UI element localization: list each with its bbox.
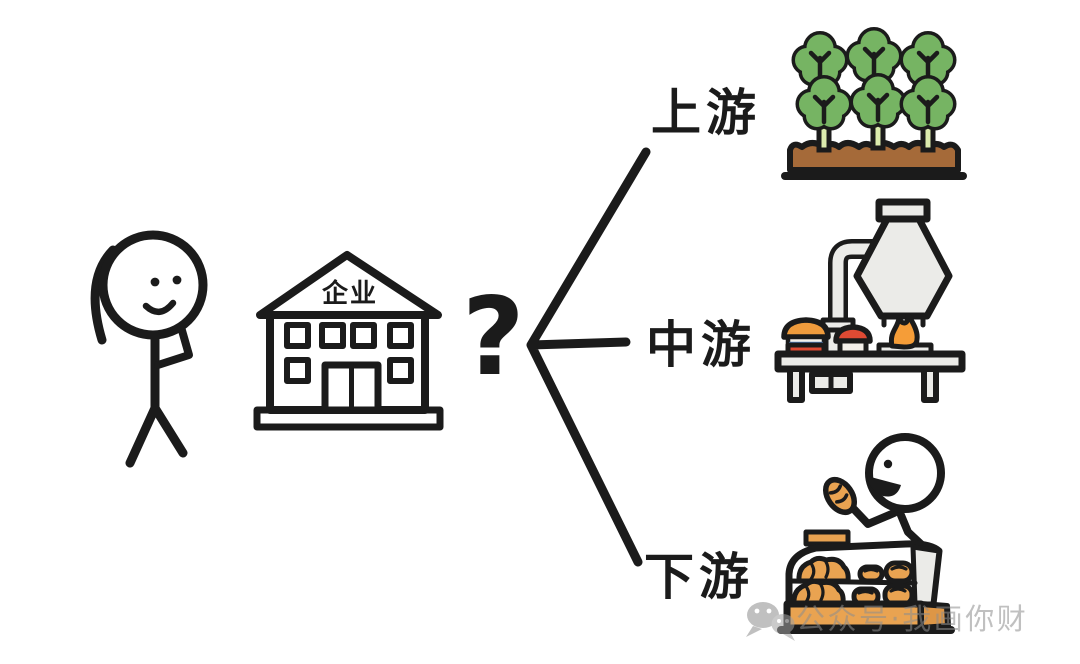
- question-mark: ?: [462, 275, 525, 400]
- vendor-figure: [822, 433, 945, 572]
- vessel-body: [853, 215, 953, 320]
- pot-right-lid: [833, 324, 873, 344]
- office-building-icon: [253, 251, 444, 431]
- thinking-person-icon: [90, 230, 208, 468]
- building-windows: [284, 322, 414, 384]
- bread-loaf-top: [796, 555, 851, 584]
- burner-flame: [888, 312, 920, 350]
- vendor-open-mouth: [867, 476, 901, 497]
- workbench-left-leg: [787, 366, 805, 403]
- bakery-stall-icon: [777, 433, 955, 634]
- crop-field-icon: [781, 31, 967, 180]
- vendor-arm: [846, 501, 898, 528]
- branch-label-upstream: 上游: [651, 84, 761, 142]
- workbench-top: [774, 350, 966, 373]
- branch-label-midstream: 中游: [646, 316, 756, 374]
- company-building-label: 企业: [321, 279, 378, 309]
- bread-scoring-lines: [804, 560, 908, 604]
- workbench-right-leg: [921, 366, 939, 403]
- bread-in-hand: [822, 476, 858, 516]
- watermark-text: 公众号·我画你财: [796, 602, 1029, 636]
- vendor-head: [865, 433, 945, 513]
- person-hand-on-chin: [154, 323, 193, 369]
- vendor-eye: [883, 459, 893, 469]
- person-left-eye: [150, 277, 160, 287]
- pot-left-lid: [781, 317, 831, 340]
- branch-lines: [526, 147, 651, 567]
- person-smile: [142, 299, 177, 315]
- processing-plant-icon: [774, 198, 966, 403]
- person-legs: [125, 403, 188, 468]
- building-roof: [256, 251, 442, 319]
- branch-label-downstream: 下游: [644, 548, 754, 606]
- vessel-spouts: [881, 313, 926, 328]
- person-right-eye: [172, 275, 182, 285]
- case-side-panel: [910, 544, 942, 607]
- wechat-icon: [746, 602, 795, 641]
